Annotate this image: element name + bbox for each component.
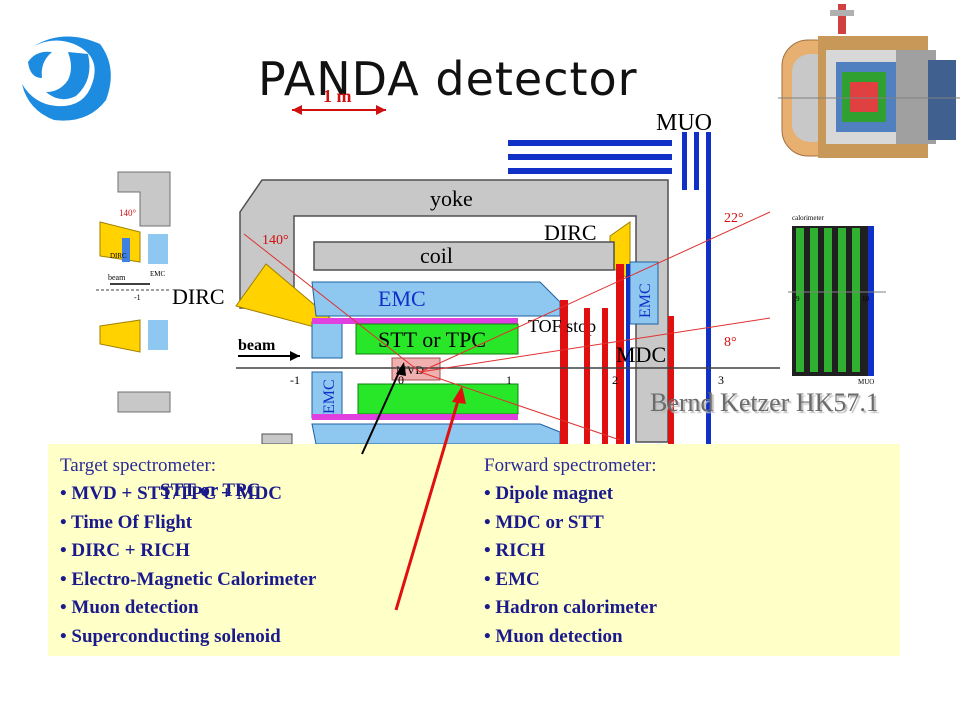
inset-beam-label: beam	[108, 273, 126, 282]
axis-tick-2: 2	[612, 373, 618, 387]
target-item: • Time Of Flight	[60, 511, 193, 533]
target-overlay-text: STT or TPC	[160, 480, 261, 501]
scale-label: 1 m	[323, 86, 352, 106]
axis-tick--1: -1	[290, 373, 300, 387]
forward-spectrometer-list: Forward spectrometer: • Dipole magnet • …	[484, 452, 657, 652]
calorimeter-title: calorimeter	[792, 214, 825, 222]
forward-item: • Dipole magnet	[484, 483, 614, 504]
calorimeter-muo-label: MUO	[858, 378, 874, 386]
target-item: • Superconducting solenoid	[60, 625, 281, 647]
target-item: • MVD + STT/TPC + MDC	[60, 483, 282, 504]
detector-3d-image	[778, 4, 960, 158]
forward-header: Forward spectrometer:	[484, 455, 657, 476]
emc-label: EMC	[378, 286, 426, 311]
axis-tick-1: 1	[506, 373, 512, 387]
dirc-top-label: DIRC	[544, 220, 597, 245]
angle-8-label: 8°	[724, 335, 737, 350]
tof-label: TOF stop	[528, 316, 596, 336]
info-box: Target spectrometer: • MVD + STT/TPC + M…	[48, 444, 900, 656]
coil-label: coil	[420, 243, 453, 268]
angle-140-label: 140°	[262, 233, 289, 248]
target-item: • DIRC + RICH	[60, 540, 190, 562]
calorimeter-inset: calorimeter 9 10 MUO	[788, 212, 888, 392]
forward-item: • Hadron calorimeter	[484, 597, 658, 619]
stt-label: STT or TPC	[378, 327, 486, 352]
emc-backward-label: EMC	[321, 379, 338, 414]
inset-dirc-label: DIRC	[110, 252, 127, 260]
target-header: Target spectrometer:	[60, 455, 217, 476]
beam-label: beam	[238, 337, 276, 354]
forward-item: • Muon detection	[484, 625, 623, 647]
inset-angle-label: 140°	[119, 208, 137, 218]
mdc-label: MDC	[616, 342, 666, 367]
angle-22-label: 22°	[724, 211, 744, 226]
target-spectrometer-list: Target spectrometer: • MVD + STT/TPC + M…	[60, 452, 316, 652]
target-inset: 140° DIRC EMC beam -1	[96, 170, 171, 414]
calorimeter-tick-9: 9	[796, 295, 800, 303]
yoke-label: yoke	[430, 186, 473, 211]
page-title: PANDA detector	[258, 52, 638, 106]
muo-label: MUO	[656, 110, 712, 136]
axis-tick-0: 0	[398, 373, 404, 387]
inset-tick-label: -1	[134, 293, 141, 302]
inset-emc-label: EMC	[150, 270, 166, 278]
forward-item: • RICH	[484, 540, 546, 562]
calorimeter-tick-10: 10	[862, 295, 870, 303]
forward-item: • MDC or STT	[484, 511, 604, 533]
logo	[22, 36, 111, 121]
dirc-left-label: DIRC	[172, 284, 225, 309]
target-item: • Muon detection	[60, 597, 199, 619]
forward-item: • EMC	[484, 568, 540, 590]
target-item: • Electro-Magnetic Calorimeter	[60, 568, 317, 590]
emc-forward-label: EMC	[637, 283, 654, 318]
axis-tick-3: 3	[718, 373, 724, 387]
author-label: Bernd Ketzer HK57.1	[650, 388, 879, 417]
